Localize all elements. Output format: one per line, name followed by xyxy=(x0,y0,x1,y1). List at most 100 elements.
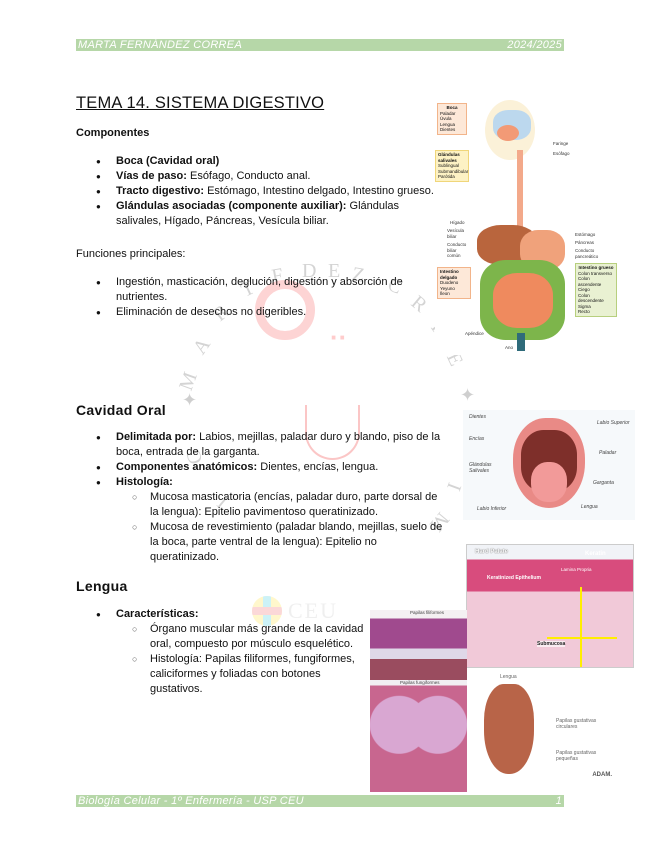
lamina-propria-label: Lamina Propria xyxy=(561,567,592,572)
lengua-list: Características: Órgano muscular más gra… xyxy=(76,607,366,697)
componentes-list: Boca (Cavidad oral) Vías de paso: Esófag… xyxy=(76,154,446,229)
box-item: Paladar xyxy=(440,110,456,116)
fungiform-papillae-histology: Papilas fungiformes xyxy=(370,680,467,792)
box-item: Sigma xyxy=(578,303,591,309)
esophagus-shape xyxy=(517,150,523,250)
labio-inferior-label: Labio Inferior xyxy=(477,506,507,512)
item-bold: Tracto digestivo: xyxy=(116,185,205,197)
lengua-heading: Lengua xyxy=(76,578,128,594)
hard-palate-label: Hard Palate xyxy=(475,549,509,555)
box-item: Colon transverso xyxy=(578,270,613,276)
item-bold: Características: xyxy=(116,608,199,620)
box-item: Íleon xyxy=(440,291,450,296)
garganta-label: Garganta xyxy=(593,480,614,486)
item-text: Dientes, encías, lengua. xyxy=(257,461,379,473)
box-item: Recto xyxy=(578,309,590,314)
lengua-label: Lengua xyxy=(581,504,598,510)
list-item: Histología: Mucosa masticatoria (encías,… xyxy=(96,475,446,565)
papilas-label-1: Papilas gustativas circulares xyxy=(556,718,597,730)
componentes-heading: Componentes xyxy=(76,127,150,139)
list-item: Glándulas asociadas (componente auxiliar… xyxy=(96,199,446,229)
hard-palate-histology: Hard Palate Keratin Keratinized Epitheli… xyxy=(466,544,634,668)
list-item: Vías de paso: Esófago, Conducto anal. xyxy=(96,169,446,184)
estomago-label: Estómago xyxy=(575,232,596,237)
box-title: Intestino grueso xyxy=(578,265,614,270)
list-item: Histología: Papilas filiformes, fungifor… xyxy=(132,652,366,697)
list-item: Mucosa masticatoria (encías, paladar dur… xyxy=(132,490,446,520)
intestino-grueso-label-box: Intestino grueso Colon transverso Colon … xyxy=(575,263,617,317)
item-bold: Vías de paso: xyxy=(116,170,187,182)
conducto-biliar-label: Conducto biliar común xyxy=(447,242,467,258)
dientes-label: Dientes xyxy=(469,414,486,420)
item-bold: Delimitada por: xyxy=(116,431,197,443)
item-text: Estómago, Intestino delgado, Intestino g… xyxy=(204,185,434,197)
oral-cavity-illustration: Dientes Encías Glándulas Salivales Labio… xyxy=(463,410,635,520)
intestino-delgado-label-box: Intestino delgado Duodeno Yeyuno Íleon xyxy=(437,267,471,299)
tongue-top-label: Lengua xyxy=(500,674,517,680)
funciones-heading: Funciones principales: xyxy=(76,248,186,260)
footer-page-number: 1 xyxy=(555,795,562,807)
box-item: Duodeno xyxy=(440,280,459,285)
conducto-pancreatico-label: Conducto pancreático xyxy=(575,248,599,259)
list-item: Boca (Cavidad oral) xyxy=(96,154,446,169)
vertical-arrow xyxy=(580,587,582,667)
list-item: Mucosa de revestimiento (paladar blando,… xyxy=(132,520,446,565)
horizontal-arrow xyxy=(547,637,617,639)
item-text: Glándulas salivales, Hígado, Páncreas, V… xyxy=(116,200,400,227)
box-item: Submandibular xyxy=(438,168,469,174)
cavidad-oral-list: Delimitada por: Labios, mejillas, palada… xyxy=(76,430,446,565)
box-item: Parótida xyxy=(438,174,455,179)
page-footer: Biología Celular - 1º Enfermería - USP C… xyxy=(76,795,564,807)
adam-credit: ADAM. xyxy=(592,772,612,778)
box-item: Sublingual xyxy=(438,163,460,168)
list-item: Órgano muscular más grande de la cavidad… xyxy=(132,622,366,652)
box-title: Intestino delgado xyxy=(440,269,459,280)
item-bold: Histología: xyxy=(116,476,173,488)
papilas-label-2: Papilas gustativas pequeñas xyxy=(556,750,597,762)
cavidad-oral-heading: Cavidad Oral xyxy=(76,402,166,418)
box-item: Úvula xyxy=(440,116,452,121)
higado-label: Hígado xyxy=(450,220,465,225)
tongue-illustration: Lengua Papilas gustativas circulares Pap… xyxy=(470,672,620,782)
list-item: Ingestión, masticación, deglución, diges… xyxy=(96,275,446,305)
filiform-label: Papilas filiformes xyxy=(410,610,445,615)
boca-label-box: Boca Paladar Úvula Lengua Dientes xyxy=(437,103,467,135)
list-item: Componentes anatómicos: Dientes, encías,… xyxy=(96,460,446,475)
vesicula-label: Vesícula biliar xyxy=(447,228,465,239)
small-intestine-shape xyxy=(493,273,553,328)
item-bold: Componentes anatómicos: xyxy=(116,461,258,473)
box-item: Dientes xyxy=(440,127,456,132)
ano-label: Ano xyxy=(505,345,514,350)
esofago-label: Esófago xyxy=(553,151,570,156)
watermark-star-icon: ✦ xyxy=(460,385,476,405)
item-bold: Boca (Cavidad oral) xyxy=(116,155,220,167)
item-text: Labios, mejillas, paladar duro y blando,… xyxy=(116,431,441,458)
funciones-list: Ingestión, masticación, deglución, diges… xyxy=(76,275,446,320)
box-item: Lengua xyxy=(440,121,456,127)
fungiform-label: Papilas fungiformes xyxy=(400,680,440,685)
box-item: Colon ascendente xyxy=(578,276,602,287)
box-item: Colon descendente xyxy=(578,292,604,304)
header-author: MARTA FERNÁNDEZ CORREA xyxy=(78,39,243,51)
pancreas-label: Páncreas xyxy=(575,240,595,245)
list-item: Delimitada por: Labios, mejillas, palada… xyxy=(96,430,446,460)
page-title: TEMA 14. SISTEMA DIGESTIVO xyxy=(76,94,325,112)
digestive-system-diagram: Boca Paladar Úvula Lengua Dientes Glándu… xyxy=(435,95,630,355)
footer-course: Biología Celular - 1º Enfermería - USP C… xyxy=(78,795,304,807)
paladar-label: Paladar xyxy=(599,450,617,456)
document-body: TEMA 14. SISTEMA DIGESTIVO Componentes B… xyxy=(76,94,446,697)
encias-label: Encías xyxy=(469,436,485,442)
box-item: Ciego xyxy=(578,287,590,292)
faringe-label: Faringe xyxy=(553,141,569,146)
list-item: Características: Órgano muscular más gra… xyxy=(96,607,366,697)
list-item: Eliminación de desechos no digeribles. xyxy=(96,305,446,320)
rectum-shape xyxy=(517,333,525,351)
submucosa-label: Submucosa xyxy=(537,641,566,647)
keratinized-epithelium-label: Keratinized Epithelium xyxy=(487,575,541,581)
list-item: Tracto digestivo: Estómago, Intestino de… xyxy=(96,184,446,199)
keratin-label: Keratin xyxy=(585,551,606,557)
glandulas-label-box: Glándulas salivales Sublingual Submandib… xyxy=(435,150,469,182)
box-item: Yeyuno xyxy=(440,285,455,291)
lengua-sublist: Órgano muscular más grande de la cavidad… xyxy=(96,622,366,697)
box-title: Boca xyxy=(446,105,458,110)
